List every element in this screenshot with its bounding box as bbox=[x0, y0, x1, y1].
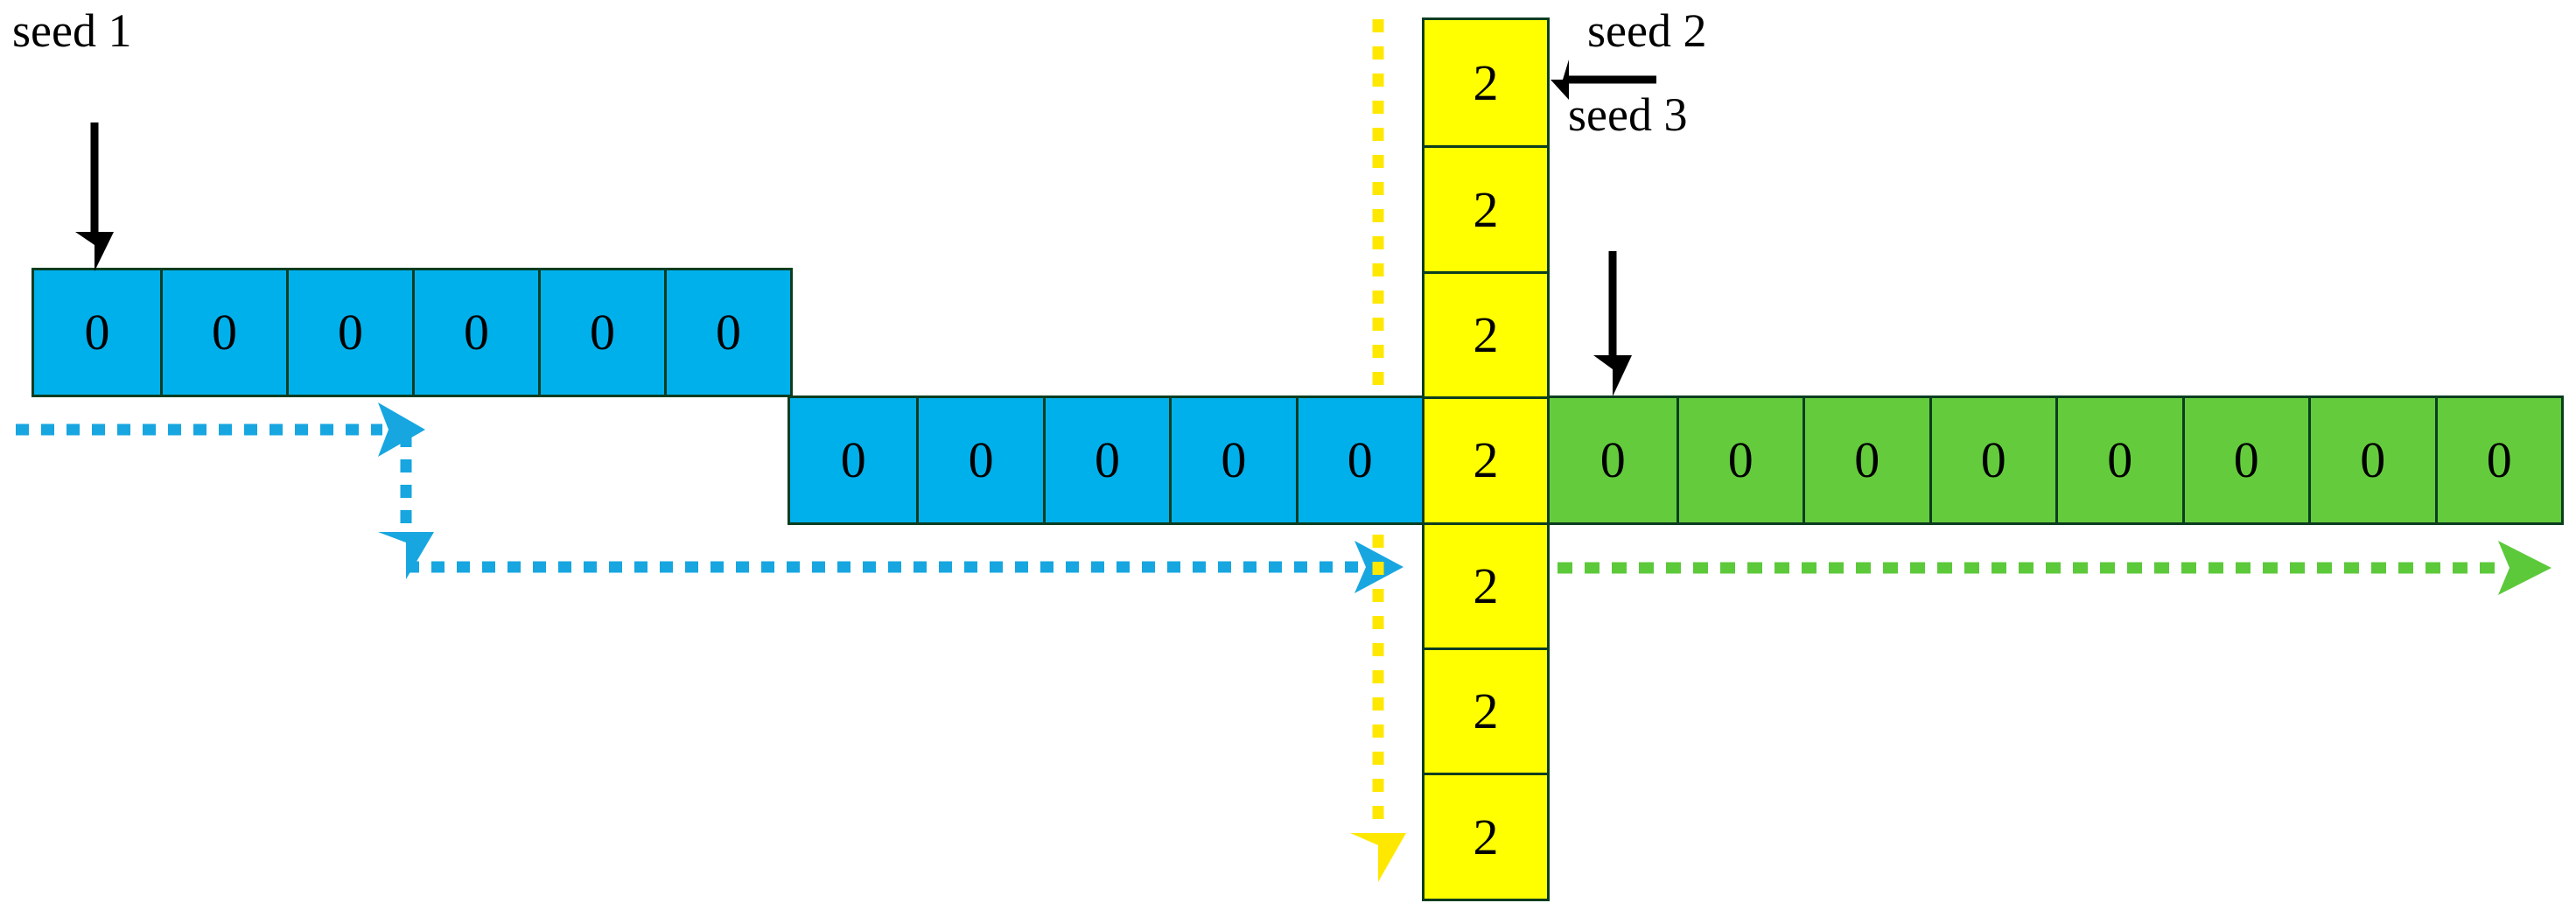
green-cell: 0 bbox=[1550, 398, 1676, 522]
blue-flow-arrow-2 bbox=[406, 541, 1404, 593]
yellow-strip: 2 2 2 2 2 2 2 bbox=[1422, 18, 1550, 901]
green-cell: 0 bbox=[1928, 398, 2055, 522]
blue-cell: 0 bbox=[34, 270, 160, 395]
blue-strip-1: 0 0 0 0 0 0 bbox=[32, 268, 793, 397]
green-cell: 0 bbox=[1676, 398, 1802, 522]
blue-cell: 0 bbox=[916, 398, 1043, 522]
green-cell: 0 bbox=[1802, 398, 1929, 522]
green-cell: 0 bbox=[2308, 398, 2435, 522]
seed3-arrow bbox=[1593, 251, 1632, 396]
green-flow-arrow bbox=[1558, 541, 2552, 595]
seed3-label: seed 3 bbox=[1568, 88, 1688, 141]
seed1-arrow bbox=[75, 122, 114, 271]
green-cell: 0 bbox=[2434, 398, 2561, 522]
blue-cell: 0 bbox=[790, 398, 917, 522]
green-cell: 0 bbox=[2055, 398, 2182, 522]
blue-flow-arrow-drop bbox=[378, 434, 434, 579]
blue-cell: 0 bbox=[160, 270, 286, 395]
yellow-cell: 2 bbox=[1424, 522, 1547, 648]
yellow-cell: 2 bbox=[1424, 145, 1547, 271]
seed1-label: seed 1 bbox=[12, 4, 132, 57]
green-strip: 0 0 0 0 0 0 0 0 bbox=[1547, 396, 2564, 525]
blue-strip-2: 0 0 0 0 0 bbox=[788, 396, 1424, 525]
blue-cell: 0 bbox=[286, 270, 412, 395]
blue-cell: 0 bbox=[664, 270, 790, 395]
blue-cell: 0 bbox=[1169, 398, 1296, 522]
blue-cell: 0 bbox=[412, 270, 538, 395]
green-cell: 0 bbox=[2181, 398, 2308, 522]
yellow-cell: 2 bbox=[1424, 396, 1547, 522]
blue-cell: 0 bbox=[1042, 398, 1170, 522]
seed2-label: seed 2 bbox=[1587, 4, 1707, 57]
blue-cell: 0 bbox=[538, 270, 664, 395]
yellow-cell: 2 bbox=[1424, 270, 1547, 397]
yellow-cell: 2 bbox=[1424, 20, 1547, 146]
blue-cell: 0 bbox=[1295, 398, 1422, 522]
yellow-cell: 2 bbox=[1424, 647, 1547, 774]
yellow-cell: 2 bbox=[1424, 773, 1547, 899]
blue-flow-arrow-1 bbox=[16, 402, 425, 457]
